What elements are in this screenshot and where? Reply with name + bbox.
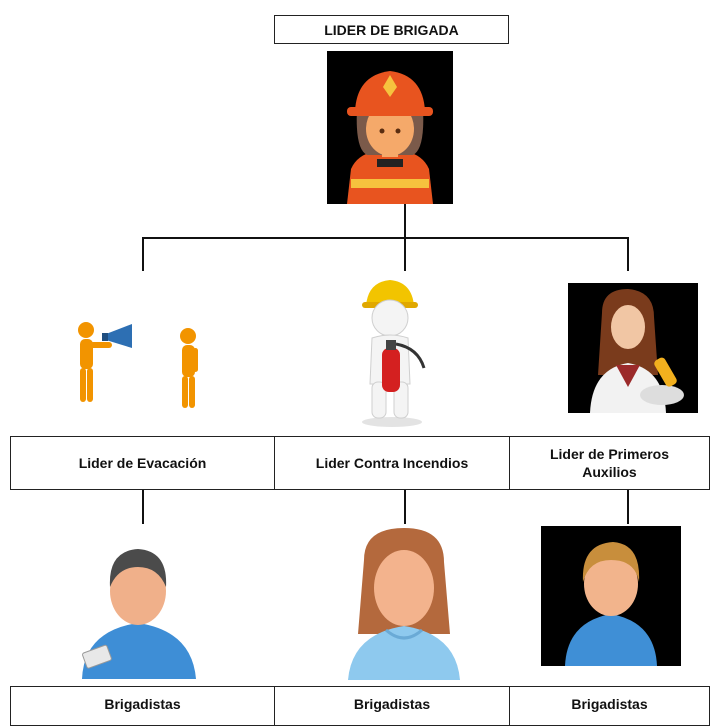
brigade-box-2: Brigadistas <box>274 686 510 726</box>
leader-box-fire: Lider Contra Incendios <box>274 436 510 490</box>
connector-brigade-1 <box>142 490 144 524</box>
connector-brigade-2 <box>404 490 406 524</box>
leader-title: LIDER DE BRIGADA <box>324 21 459 38</box>
connector-brigade-3 <box>627 490 629 524</box>
man-user-icon <box>66 531 212 679</box>
firefighter-woman-icon <box>327 51 453 204</box>
fire-extinguisher-figure-icon <box>340 272 445 432</box>
woman-user-icon <box>340 522 468 680</box>
doctor-woman-icon <box>568 283 698 413</box>
brigade-box-3: Brigadistas <box>509 686 710 726</box>
connector-top-vertical <box>404 204 406 238</box>
connector-leaders-horizontal <box>142 237 629 239</box>
leader-box-evacuation: Lider de Evacación <box>10 436 275 490</box>
leader-label-fire: Lider Contra Incendios <box>315 455 469 471</box>
leader-title-box: LIDER DE BRIGADA <box>274 15 509 44</box>
boy-user-icon <box>541 526 681 666</box>
brigade-label-1: Brigadistas <box>104 696 181 712</box>
megaphone-figures-icon <box>62 282 222 422</box>
connector-leader-3 <box>627 237 629 271</box>
leader-label-first-aid: Lider de Primeros Auxilios <box>549 446 670 480</box>
brigade-label-3: Brigadistas <box>571 696 648 712</box>
brigade-label-2: Brigadistas <box>353 696 431 712</box>
connector-leader-2 <box>404 237 406 271</box>
leader-box-first-aid: Lider de Primeros Auxilios <box>509 436 710 490</box>
leader-label-evacuation: Lider de Evacación <box>78 455 207 471</box>
connector-leader-1 <box>142 237 144 271</box>
brigade-box-1: Brigadistas <box>10 686 275 726</box>
